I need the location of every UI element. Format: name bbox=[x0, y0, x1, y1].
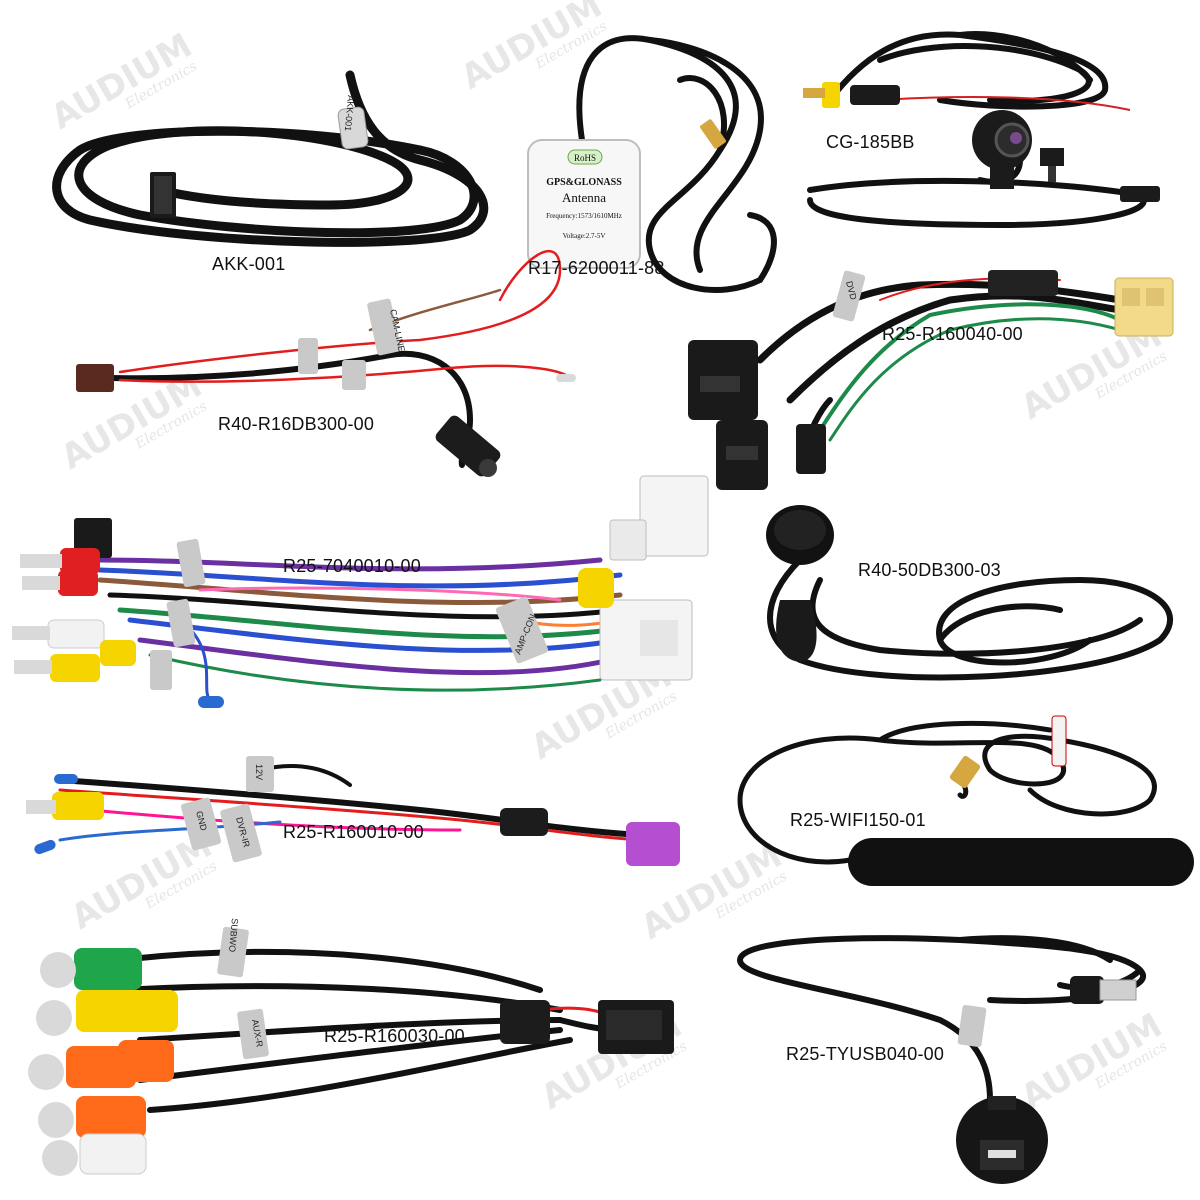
usb-plug-body bbox=[1070, 976, 1104, 1004]
purple-connector bbox=[626, 822, 680, 866]
label-cg-185bb: CG-185BB bbox=[826, 132, 915, 152]
rca-yellow-1 bbox=[50, 654, 100, 682]
antenna-voltage: Voltage:2.7-5V bbox=[563, 232, 606, 240]
rca-green bbox=[74, 948, 142, 990]
akk-tag-text: AKK-001 bbox=[343, 95, 356, 132]
dvd-connector bbox=[796, 424, 826, 474]
wifi-antenna-body bbox=[848, 838, 1194, 886]
akk-tag bbox=[337, 106, 369, 150]
wifi-antenna bbox=[737, 715, 1194, 886]
camera-connector bbox=[850, 85, 900, 105]
r40-r16db300-cable: CAM-LINE bbox=[76, 249, 576, 477]
label-r40-r16db300-00: R40-R16DB300-00 bbox=[218, 414, 375, 434]
microphone-cable bbox=[766, 505, 1174, 681]
white-connector-top bbox=[639, 475, 709, 557]
r25-r160010-cable: 12V GND DVR-IR bbox=[26, 756, 680, 866]
rohs-mark: RoHS bbox=[574, 153, 596, 163]
molex-connector bbox=[1114, 277, 1174, 337]
antenna-subtitle: Antenna bbox=[562, 190, 606, 205]
camera-drill-bit bbox=[1040, 148, 1064, 182]
r40-plug bbox=[76, 364, 114, 392]
mic-clip bbox=[776, 600, 817, 662]
r25-r160030-cable: SUBWO AUX-R bbox=[28, 918, 674, 1176]
camera-rca-plug bbox=[822, 82, 840, 108]
r25-7040010-harness: AMP-CON bbox=[12, 475, 709, 708]
v12-tag: 12V bbox=[254, 764, 264, 780]
label-r25-r160010-00: R25-R160010-00 bbox=[283, 822, 424, 842]
label-akk-001: AKK-001 bbox=[212, 254, 286, 274]
rca-yellow-2 bbox=[578, 568, 614, 608]
watermark-brand: AUDIUM bbox=[455, 0, 609, 98]
rca-red-2 bbox=[58, 570, 98, 596]
rca-white bbox=[79, 1133, 147, 1175]
label-r17-6200011-88: R17-6200011-88 bbox=[528, 258, 665, 278]
akk-001-cable: AKK-001 bbox=[52, 70, 489, 247]
r25-r160040-cable: DVD bbox=[688, 270, 1174, 490]
antenna-frequency: Frequency:1573/1610MHz bbox=[546, 212, 622, 220]
antenna-title: GPS&GLONASS bbox=[546, 177, 622, 188]
antenna-body bbox=[527, 139, 641, 269]
label-r25-wifi150-01: R25-WIFI150-01 bbox=[790, 810, 926, 830]
rca-yellow bbox=[52, 792, 104, 820]
aux-r-tag: AUX-R bbox=[250, 1019, 265, 1049]
label-r25-r160030-00: R25-R160030-00 bbox=[324, 1026, 465, 1046]
rca-red-1 bbox=[60, 548, 100, 574]
usb-extension bbox=[736, 935, 1146, 1184]
sma-connector bbox=[700, 119, 726, 149]
dvd-tag: DVD bbox=[844, 280, 859, 301]
wifi-connector bbox=[949, 755, 981, 789]
label-r40-50db300-03: R40-50DB300-03 bbox=[858, 560, 1001, 580]
rear-camera-kit bbox=[803, 31, 1160, 229]
rca-white-1 bbox=[47, 619, 105, 649]
rca-orange-b bbox=[76, 1096, 146, 1138]
label-r25-r160040-00: R25-R160040-00 bbox=[882, 324, 1023, 344]
usb-plug-metal bbox=[1099, 979, 1137, 1001]
gps-antenna: RoHS GPS&GLONASS Antenna Frequency:1573/… bbox=[527, 35, 777, 293]
subwoofer-tag: SUBWO bbox=[227, 918, 240, 953]
label-r25-7040010-00: R25-7040010-00 bbox=[283, 556, 421, 576]
label-r25-tyusb040-00: R25-TYUSB040-00 bbox=[786, 1044, 945, 1064]
